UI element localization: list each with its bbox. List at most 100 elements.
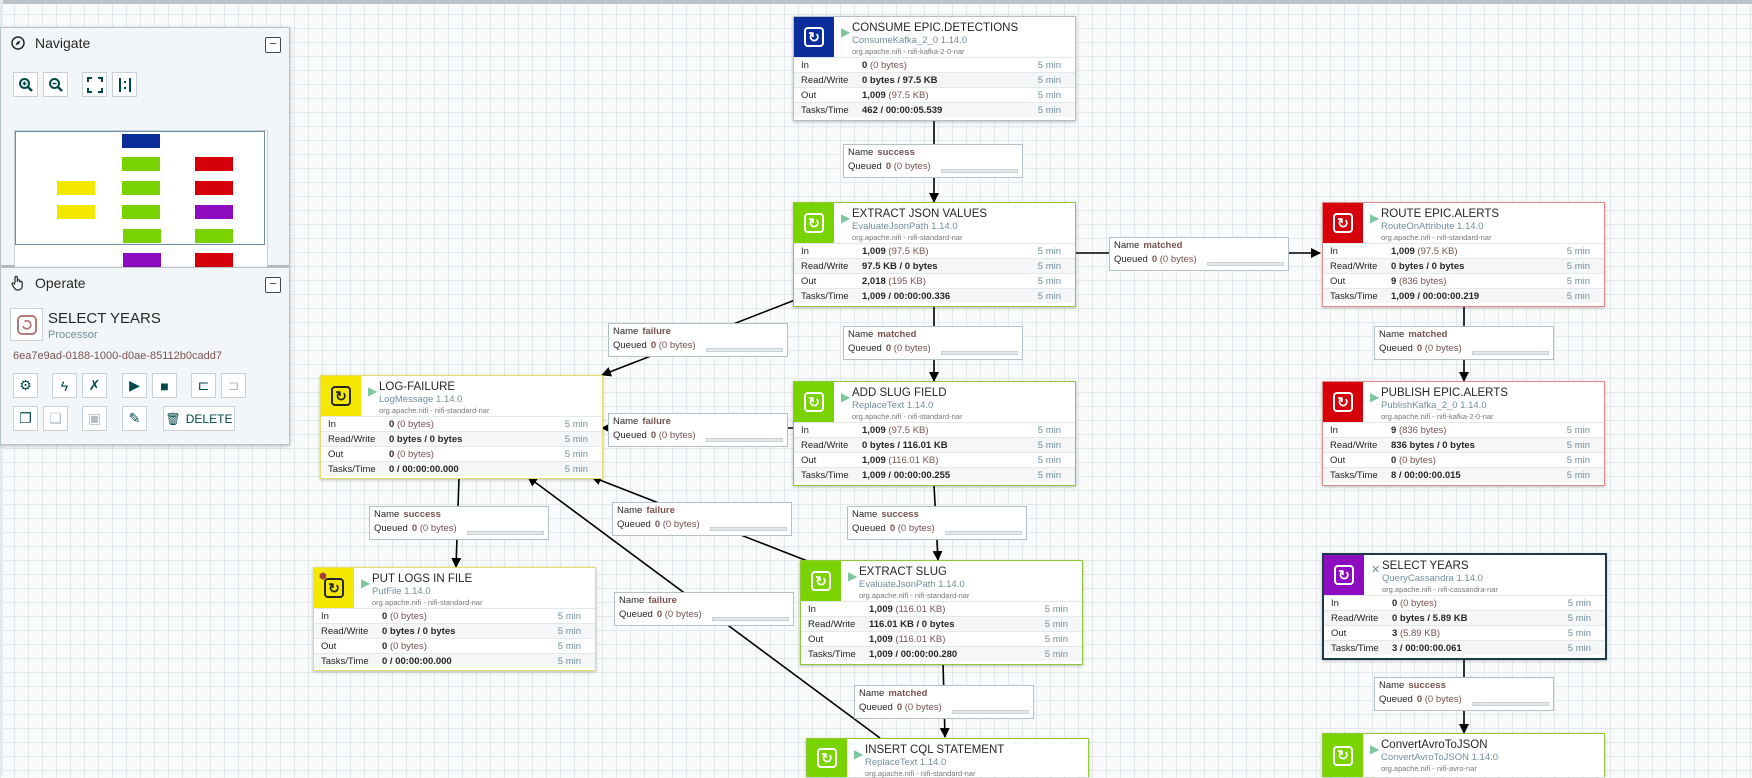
processor-bundle: org.apache.nifi - nifi-cassandra-nar bbox=[1382, 585, 1498, 594]
stat-window: 5 min bbox=[564, 463, 588, 475]
collapse-icon[interactable]: − bbox=[265, 37, 281, 53]
fit-button[interactable] bbox=[82, 72, 107, 97]
processor-name: ROUTE EPIC.ALERTS bbox=[1381, 208, 1500, 220]
processor-extract-slug[interactable]: ↻ ▶ EXTRACT SLUG EvaluateJsonPath 1.14.0… bbox=[800, 560, 1083, 665]
enable-button[interactable]: ϟ bbox=[52, 373, 77, 398]
queued-label: Queued bbox=[1379, 343, 1413, 354]
processor-log-failure[interactable]: ↻ ▶ LOG-FAILURE LogMessage 1.14.0 org.ap… bbox=[320, 375, 603, 479]
copy-icon: ❐ bbox=[19, 410, 32, 426]
processor-name: EXTRACT JSON VALUES bbox=[852, 208, 988, 220]
processor-type: EvaluateJsonPath 1.14.0 bbox=[852, 221, 958, 232]
queue-bar bbox=[1472, 351, 1549, 355]
name-label: Name bbox=[852, 509, 878, 520]
stat-label: Read/Write bbox=[321, 625, 369, 637]
processor-put-logs-in-file[interactable]: ↻ ⬢ ▶ PUT LOGS IN FILE PutFile 1.14.0 or… bbox=[313, 567, 596, 671]
stat-label: Read/Write bbox=[328, 433, 376, 445]
stopped-icon: ✕ bbox=[1371, 564, 1381, 576]
color-button[interactable]: ✎ bbox=[122, 406, 147, 431]
stat-label: In bbox=[801, 245, 809, 257]
queued-count: 0 bbox=[1416, 343, 1423, 354]
processor-bundle: org.apache.nifi - nifi-avro-nar bbox=[1381, 764, 1477, 773]
warning-icon[interactable]: ⬢ bbox=[319, 571, 327, 581]
zoom-out-button[interactable] bbox=[43, 72, 68, 97]
stat-window: 5 min bbox=[1037, 424, 1061, 436]
queued-size: (0 bytes) bbox=[658, 430, 696, 441]
relationship-name: failure bbox=[642, 416, 671, 427]
viewport-indicator[interactable] bbox=[15, 131, 265, 245]
start-button[interactable]: ▶ bbox=[122, 373, 147, 398]
processor-insert-cql-statement[interactable]: ↻ ▶ INSERT CQL STATEMENT ReplaceText 1.1… bbox=[806, 738, 1089, 778]
collapse-icon[interactable]: − bbox=[265, 277, 281, 293]
stat-window: 5 min bbox=[1037, 104, 1061, 116]
stop-button[interactable]: ■ bbox=[152, 373, 177, 398]
stat-label: In bbox=[801, 424, 809, 436]
upload-template-button[interactable]: ⊐ bbox=[221, 373, 246, 398]
stat-window: 5 min bbox=[564, 418, 588, 430]
gear-icon: ⚙ bbox=[19, 377, 32, 393]
processor-convert-avro-to-json[interactable]: ↻ ▶ ConvertAvroToJSON ConvertAvroToJSON … bbox=[1322, 733, 1605, 777]
create-template-button[interactable]: ⊏ bbox=[191, 373, 216, 398]
processor-select-years[interactable]: ↻ ✕ SELECT YEARS QueryCassandra 1.14.0 o… bbox=[1322, 553, 1607, 660]
stat-in: 9 (836 bytes) bbox=[1391, 424, 1447, 436]
queued-size: (0 bytes) bbox=[419, 523, 457, 534]
processor-consume-epic-detections[interactable]: ↻ ▶ CONSUME EPIC.DETECTIONS ConsumeKafka… bbox=[793, 16, 1076, 121]
stat-tasks: 3 / 00:00:00.061 bbox=[1392, 642, 1462, 654]
stat-label: Read/Write bbox=[1330, 439, 1378, 451]
processor-icon: ↻ bbox=[801, 561, 841, 601]
processor-icon: ↻ bbox=[1323, 734, 1363, 777]
queued-size: (0 bytes) bbox=[893, 161, 931, 172]
queued-count: 0 bbox=[654, 519, 661, 530]
lightning-icon: ϟ bbox=[60, 377, 69, 394]
group-button[interactable]: ▣ bbox=[82, 406, 107, 431]
minimap-block bbox=[195, 229, 233, 243]
queued-count: 0 bbox=[885, 343, 892, 354]
stat-window: 5 min bbox=[1566, 424, 1590, 436]
stat-window: 5 min bbox=[557, 610, 581, 622]
configure-button[interactable]: ⚙ bbox=[13, 373, 38, 398]
copy-button[interactable]: ❐ bbox=[13, 406, 38, 431]
processor-type: ReplaceText 1.14.0 bbox=[852, 400, 934, 411]
stat-label: Out bbox=[1331, 627, 1347, 639]
name-label: Name bbox=[619, 595, 645, 606]
processor-route-epic-alerts[interactable]: ↻ ▶ ROUTE EPIC.ALERTS RouteOnAttribute 1… bbox=[1322, 202, 1605, 307]
stat-window: 5 min bbox=[1037, 469, 1061, 481]
stat-window: 5 min bbox=[1044, 648, 1068, 660]
stop-icon: ■ bbox=[160, 377, 169, 394]
processor-add-slug-field[interactable]: ↻ ▶ ADD SLUG FIELD ReplaceText 1.14.0 or… bbox=[793, 381, 1076, 486]
name-label: Name bbox=[1114, 240, 1140, 251]
name-label: Name bbox=[859, 688, 885, 699]
disable-button[interactable]: ✗ bbox=[82, 373, 107, 398]
processor-name: LOG-FAILURE bbox=[379, 381, 456, 393]
stat-window: 5 min bbox=[1566, 439, 1590, 451]
queue-bar bbox=[710, 527, 787, 531]
relationship-name: matched bbox=[1143, 240, 1183, 251]
processor-extract-json-values[interactable]: ↻ ▶ EXTRACT JSON VALUES EvaluateJsonPath… bbox=[793, 202, 1076, 307]
selection-name: SELECT YEARS bbox=[48, 310, 161, 327]
delete-button[interactable]: 🗑DELETE bbox=[163, 406, 235, 431]
queued-label: Queued bbox=[619, 609, 653, 620]
minimap-block bbox=[122, 205, 160, 219]
processor-name: PUBLISH EPIC.ALERTS bbox=[1381, 387, 1508, 399]
relationship-name: failure bbox=[648, 595, 677, 606]
queue-bar bbox=[1207, 262, 1284, 266]
processor-publish-epic-alerts[interactable]: ↻ ▶ PUBLISH EPIC.ALERTS PublishKafka_2_0… bbox=[1322, 381, 1605, 486]
stat-label: Read/Write bbox=[1330, 260, 1378, 272]
stat-out: 2,018 (195 KB) bbox=[862, 275, 926, 287]
actual-size-button[interactable] bbox=[112, 72, 137, 97]
birdseye-view[interactable] bbox=[14, 130, 268, 282]
paste-button[interactable]: ❏ bbox=[43, 406, 68, 431]
zoom-in-button[interactable] bbox=[13, 72, 38, 97]
